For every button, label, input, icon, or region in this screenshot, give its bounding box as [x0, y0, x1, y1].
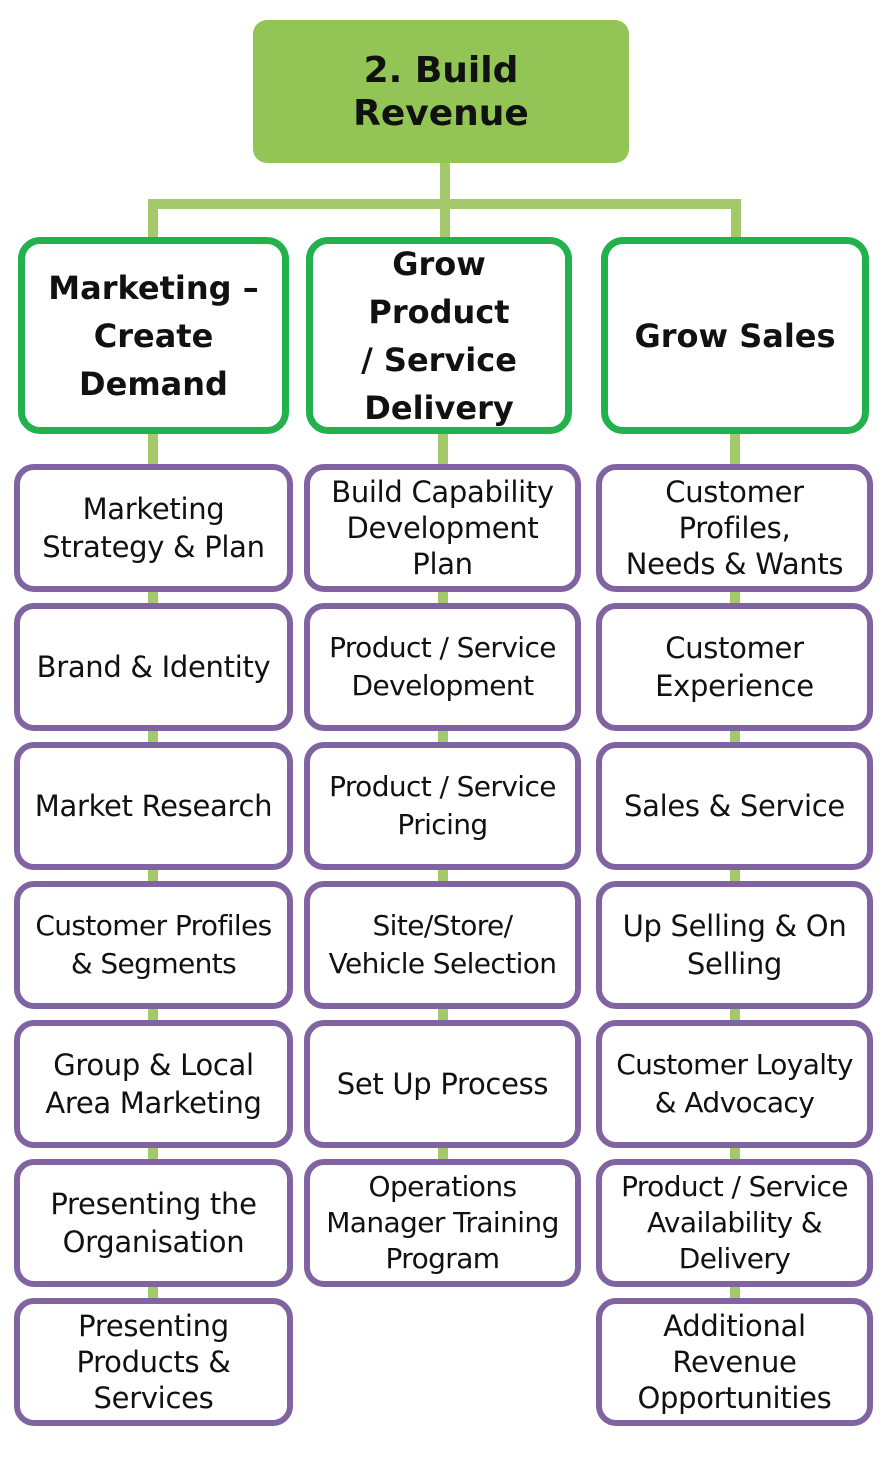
item-customer-loyalty: Customer Loyalty & Advocacy — [596, 1020, 873, 1148]
item-label: Up Selling & On Selling — [622, 909, 847, 981]
item-product-availability: Product / Service Availability & Deliver… — [596, 1159, 873, 1287]
item-label: Customer Profiles & Segments — [35, 909, 272, 980]
item-presenting-products: Presenting Products & Services — [14, 1298, 293, 1426]
root-label: 2. Build Revenue — [353, 49, 529, 134]
item-site-selection: Site/Store/ Vehicle Selection — [304, 881, 581, 1009]
column-header-grow-sales: Grow Sales — [601, 237, 869, 434]
item-label: Operations Manager Training Program — [326, 1170, 559, 1275]
item-group-local-marketing: Group & Local Area Marketing — [14, 1020, 293, 1148]
item-market-research: Market Research — [14, 742, 293, 870]
column-header-label: Grow Sales — [634, 316, 836, 355]
root-node: 2. Build Revenue — [253, 20, 629, 163]
item-label: Brand & Identity — [36, 650, 271, 684]
item-label: Site/Store/ Vehicle Selection — [328, 909, 557, 980]
item-operations-training: Operations Manager Training Program — [304, 1159, 581, 1287]
item-label: Customer Profiles, Needs & Wants — [625, 475, 844, 581]
item-set-up-process: Set Up Process — [304, 1020, 581, 1148]
item-brand-identity: Brand & Identity — [14, 603, 293, 731]
item-marketing-strategy: Marketing Strategy & Plan — [14, 464, 293, 592]
item-label: Product / Service Development — [329, 631, 556, 702]
item-label: Product / Service Availability & Deliver… — [621, 1170, 848, 1275]
item-sales-service: Sales & Service — [596, 742, 873, 870]
item-build-capability: Build Capability Development Plan — [304, 464, 581, 592]
column-header-label: Grow Product / Service Delivery — [361, 244, 517, 427]
item-customer-experience: Customer Experience — [596, 603, 873, 731]
item-customer-profiles-segments: Customer Profiles & Segments — [14, 881, 293, 1009]
item-label: Product / Service Pricing — [329, 770, 556, 841]
item-label: Sales & Service — [624, 789, 845, 823]
item-label: Customer Loyalty & Advocacy — [616, 1048, 853, 1119]
item-presenting-organisation: Presenting the Organisation — [14, 1159, 293, 1287]
item-label: Group & Local Area Marketing — [45, 1048, 262, 1120]
item-up-selling: Up Selling & On Selling — [596, 881, 873, 1009]
column-header-grow-product: Grow Product / Service Delivery — [306, 237, 572, 434]
item-product-development: Product / Service Development — [304, 603, 581, 731]
column-header-marketing: Marketing – Create Demand — [18, 237, 289, 434]
item-label: Presenting the Organisation — [50, 1187, 257, 1259]
item-label: Marketing Strategy & Plan — [42, 492, 265, 564]
item-label: Customer Experience — [655, 631, 814, 703]
item-customer-needs: Customer Profiles, Needs & Wants — [596, 464, 873, 592]
item-product-pricing: Product / Service Pricing — [304, 742, 581, 870]
item-label: Build Capability Development Plan — [331, 475, 554, 581]
item-label: Market Research — [34, 789, 273, 823]
item-label: Additional Revenue Opportunities — [637, 1309, 832, 1415]
item-label: Presenting Products & Services — [76, 1309, 231, 1415]
item-label: Set Up Process — [336, 1067, 549, 1101]
column-header-label: Marketing – Create Demand — [48, 268, 259, 403]
item-additional-revenue: Additional Revenue Opportunities — [596, 1298, 873, 1426]
